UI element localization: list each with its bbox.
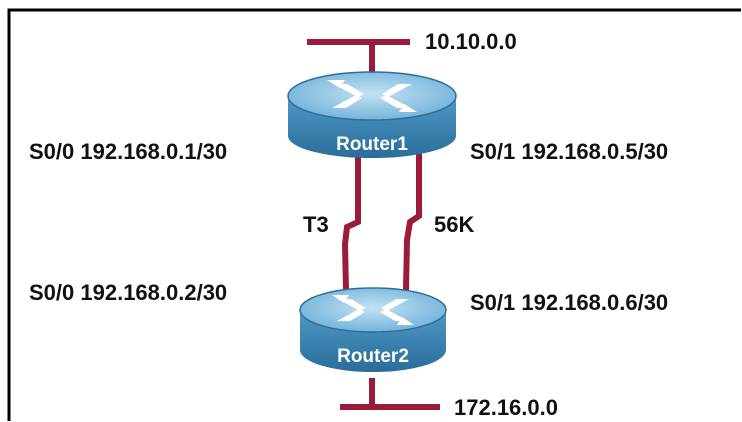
serial-link-56k: [403, 148, 422, 291]
router1-label: Router1: [336, 134, 408, 155]
serial-link-t3: [341, 148, 361, 291]
network-segment-bottom: [340, 378, 440, 410]
link-t3-label: T3: [303, 212, 329, 237]
router2-s00-label: S0/0 192.168.0.2/30: [29, 280, 227, 305]
link-56k-label: 56K: [434, 212, 474, 237]
network-segment-top: [307, 39, 410, 72]
router2-label: Router2: [337, 346, 409, 367]
router1-icon[interactable]: [287, 71, 457, 158]
router2-s01-label: S0/1 192.168.0.6/30: [470, 290, 668, 315]
network-top-label: 10.10.0.0: [425, 29, 517, 54]
router1-s01-label: S0/1 192.168.0.5/30: [470, 139, 668, 164]
router2-icon[interactable]: [299, 287, 447, 372]
router1-s00-label: S0/0 192.168.0.1/30: [29, 139, 227, 164]
network-bottom-label: 172.16.0.0: [454, 395, 558, 420]
diagram-frame: [7, 8, 741, 421]
